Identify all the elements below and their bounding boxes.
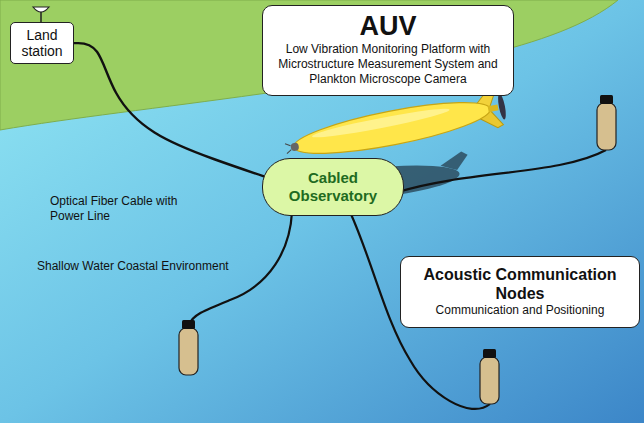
- observatory-pill: Cabled Observatory: [262, 158, 404, 216]
- node-body: Low Vibration Monitoring Platform with M…: [269, 42, 507, 87]
- area-label: Shallow Water Coastal Environment: [37, 259, 267, 274]
- node-title: Land station: [15, 27, 69, 59]
- fiber-cable: [74, 43, 272, 179]
- acoustic-node: [480, 349, 499, 404]
- label-box: Acoustic Communication NodesCommunicatio…: [400, 256, 640, 328]
- label-box: AUVLow Vibration Monitoring Platform wit…: [262, 5, 514, 96]
- auv-vehicle: [282, 84, 509, 168]
- cable-label: Optical Fiber Cable with Power Line: [50, 194, 200, 224]
- acoustic-node: [179, 320, 198, 375]
- node-title: Cabled Observatory: [273, 169, 393, 205]
- acoustic-node: [597, 95, 616, 150]
- label-box: Land station: [10, 22, 74, 64]
- node-body: Communication and Positioning: [407, 303, 633, 319]
- node-title: AUV: [269, 12, 507, 42]
- land: [0, 0, 618, 130]
- node-title: Acoustic Communication Nodes: [407, 265, 633, 303]
